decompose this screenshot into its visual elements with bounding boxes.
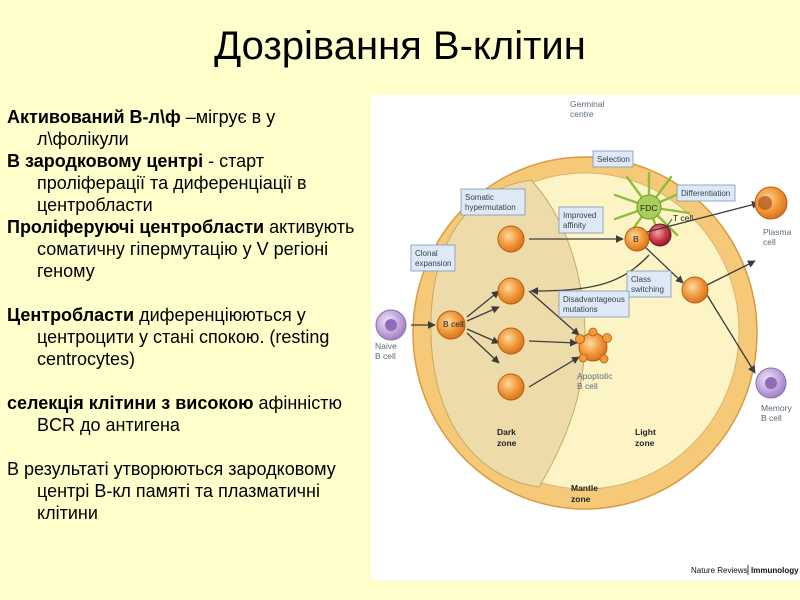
paragraph-germinal: В зародковому центрі - старт проліфераці… [7, 150, 369, 216]
fdc-label: FDC [640, 203, 657, 213]
b-cell [436, 310, 466, 340]
paragraph-proliferating-text: активують соматичну гіпермутацію у V рег… [37, 217, 355, 281]
spacer [7, 370, 369, 392]
slide-title: Дозрівання В-клітин [214, 24, 586, 68]
text-body: Активований В-л\ф –мігрує в у л\фолікули… [7, 106, 369, 524]
paragraph-germinal-bold: В зародковому центрі [7, 151, 204, 171]
t-cell [648, 223, 672, 247]
class-switched-cell [681, 276, 709, 304]
figure-credit: Nature Reviews Immunology [691, 565, 799, 575]
plasma-cell [754, 186, 788, 220]
paragraph-activated-bold: Активований В-л\ф [7, 107, 181, 127]
selection-label: Selection [597, 155, 630, 164]
paragraph-activated-text: –мігрує в у л\фолікули [37, 107, 276, 149]
paragraph-germinal-text: - старт проліферації та диференціації в … [37, 151, 307, 215]
naive-b-cell-nucleus [385, 319, 397, 331]
fdc-cell: FDC [613, 171, 691, 243]
paragraph-selection: селекція клітини з високою афінністю BCR… [7, 392, 369, 436]
centroblast [497, 373, 525, 401]
apoptotic-b-cell [575, 327, 612, 364]
b-cell-label: B cell [443, 319, 464, 329]
credit-journal: Nature Reviews [691, 566, 747, 575]
differentiation-label: Differentiation [681, 189, 730, 198]
paragraph-centroblasts-bold: Центробласти [7, 305, 135, 325]
paragraph-result: В результаті утворюються зародковому цен… [7, 459, 336, 523]
paragraph-proliferating-bold: Проліферуючі центробласти [7, 217, 265, 237]
t-cell-pointer [666, 218, 673, 227]
process-arrows [411, 200, 760, 388]
selection-box: Selection [592, 150, 634, 168]
centroblasts [497, 225, 525, 401]
centroblast [497, 327, 525, 355]
spacer [7, 282, 369, 304]
paragraph-activated: Активований В-л\ф –мігрує в у л\фолікули [7, 106, 369, 150]
paragraph-selection-text: афінністю BCR до антигена [37, 393, 342, 435]
differentiation-box: Differentiation [676, 184, 736, 202]
paragraph-centroblasts-text: диференціюються у центроцити у стані спо… [37, 305, 330, 369]
paragraph-selection-bold: селекція клітини з високою [7, 393, 254, 413]
centroblast [497, 225, 525, 253]
spacer [7, 436, 369, 458]
memory-b-cell [755, 367, 787, 399]
centroblast [497, 277, 525, 305]
credit-section: Immunology [751, 566, 799, 575]
t-cell-label: T cell [673, 213, 693, 223]
selected-b-cell [624, 226, 650, 252]
paragraph-centroblasts: Центробласти диференціюються у центроцит… [7, 304, 369, 370]
selected-b-cell-label: B [633, 234, 639, 244]
paragraph-proliferating: Проліферуючі центробласти активують сома… [7, 216, 369, 282]
